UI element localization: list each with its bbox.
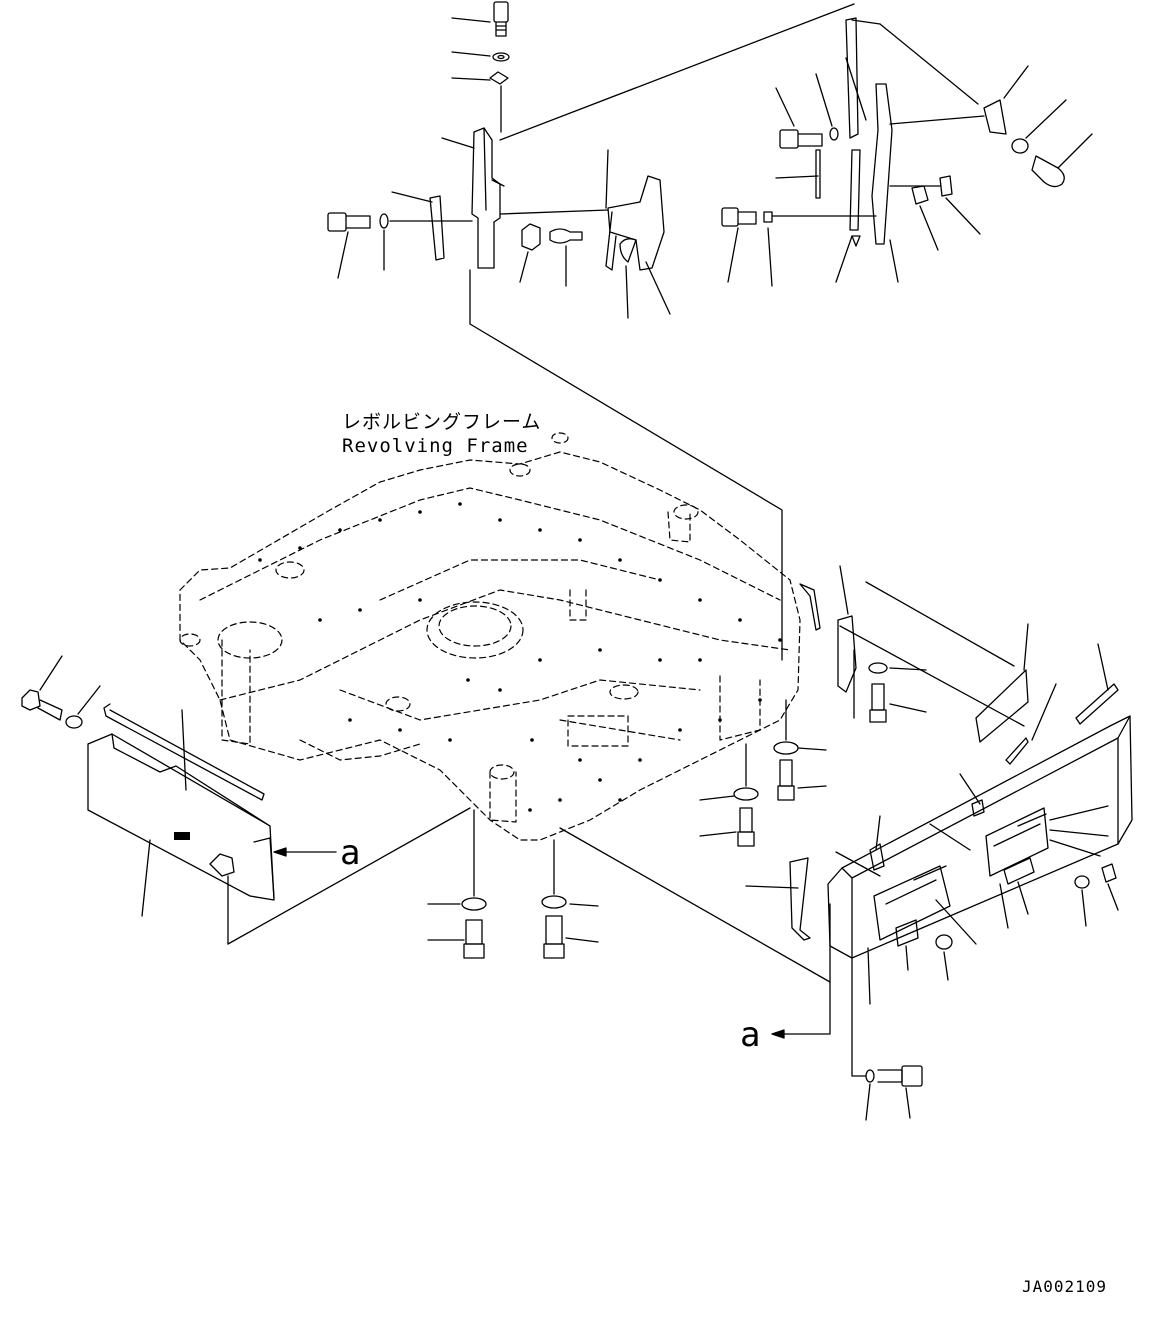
right-mount-bolts xyxy=(699,565,1015,847)
hinge-assembly-right xyxy=(721,17,1093,287)
frame-label-en: Revolving Frame xyxy=(342,435,529,457)
leader-frame-left-cover xyxy=(227,807,471,945)
frame-mount-bolts xyxy=(427,809,599,959)
right-cover xyxy=(745,623,1133,1121)
latch-assembly-center xyxy=(499,149,671,319)
leader-hinge-frame xyxy=(469,269,783,661)
left-cover xyxy=(21,655,337,945)
frame-holes xyxy=(258,502,782,812)
hinge-assembly-left xyxy=(327,1,855,287)
frame-label-jp: レボルビングフレーム xyxy=(342,411,541,433)
drawing-number: JA002109 xyxy=(1022,1277,1107,1296)
marker-a-bottom: a xyxy=(740,1015,760,1055)
revolving-frame xyxy=(179,432,801,841)
marker-a-left: a xyxy=(340,833,360,873)
leader-frame-right-cover xyxy=(559,827,831,983)
